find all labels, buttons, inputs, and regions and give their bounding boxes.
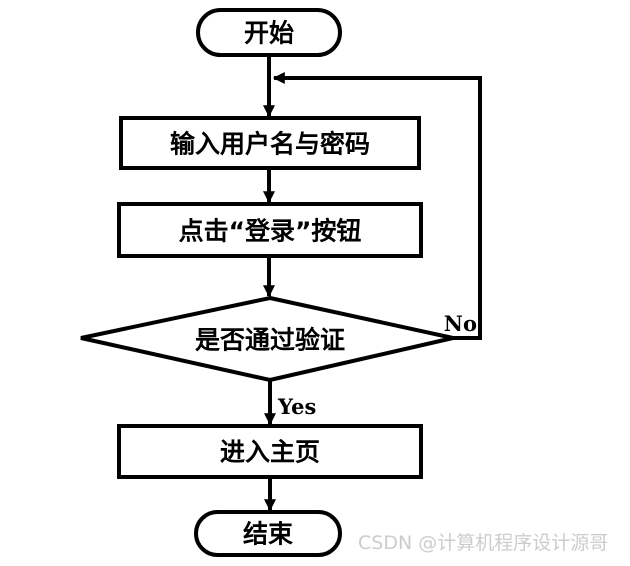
csdn-watermark: CSDN @计算机程序设计源哥	[358, 532, 608, 554]
click-login-label: 点击“登录”按钮	[179, 217, 362, 246]
click-login-node	[117, 202, 423, 258]
no-branch-label: No	[444, 311, 477, 336]
verify-decision-label: 是否通过验证	[195, 326, 345, 355]
input-credentials-node	[119, 116, 421, 170]
start-node	[196, 8, 342, 57]
input-credentials-label: 输入用户名与密码	[170, 130, 370, 159]
enter-home-label: 进入主页	[220, 438, 320, 467]
end-node	[194, 510, 342, 557]
yes-branch-label: Yes	[277, 394, 316, 419]
end-node-label: 结束	[243, 520, 294, 549]
start-node-label: 开始	[244, 19, 294, 48]
enter-home-node	[117, 424, 423, 479]
verify-decision-node	[80, 295, 454, 383]
edge-no-return-loop	[272, 72, 482, 340]
